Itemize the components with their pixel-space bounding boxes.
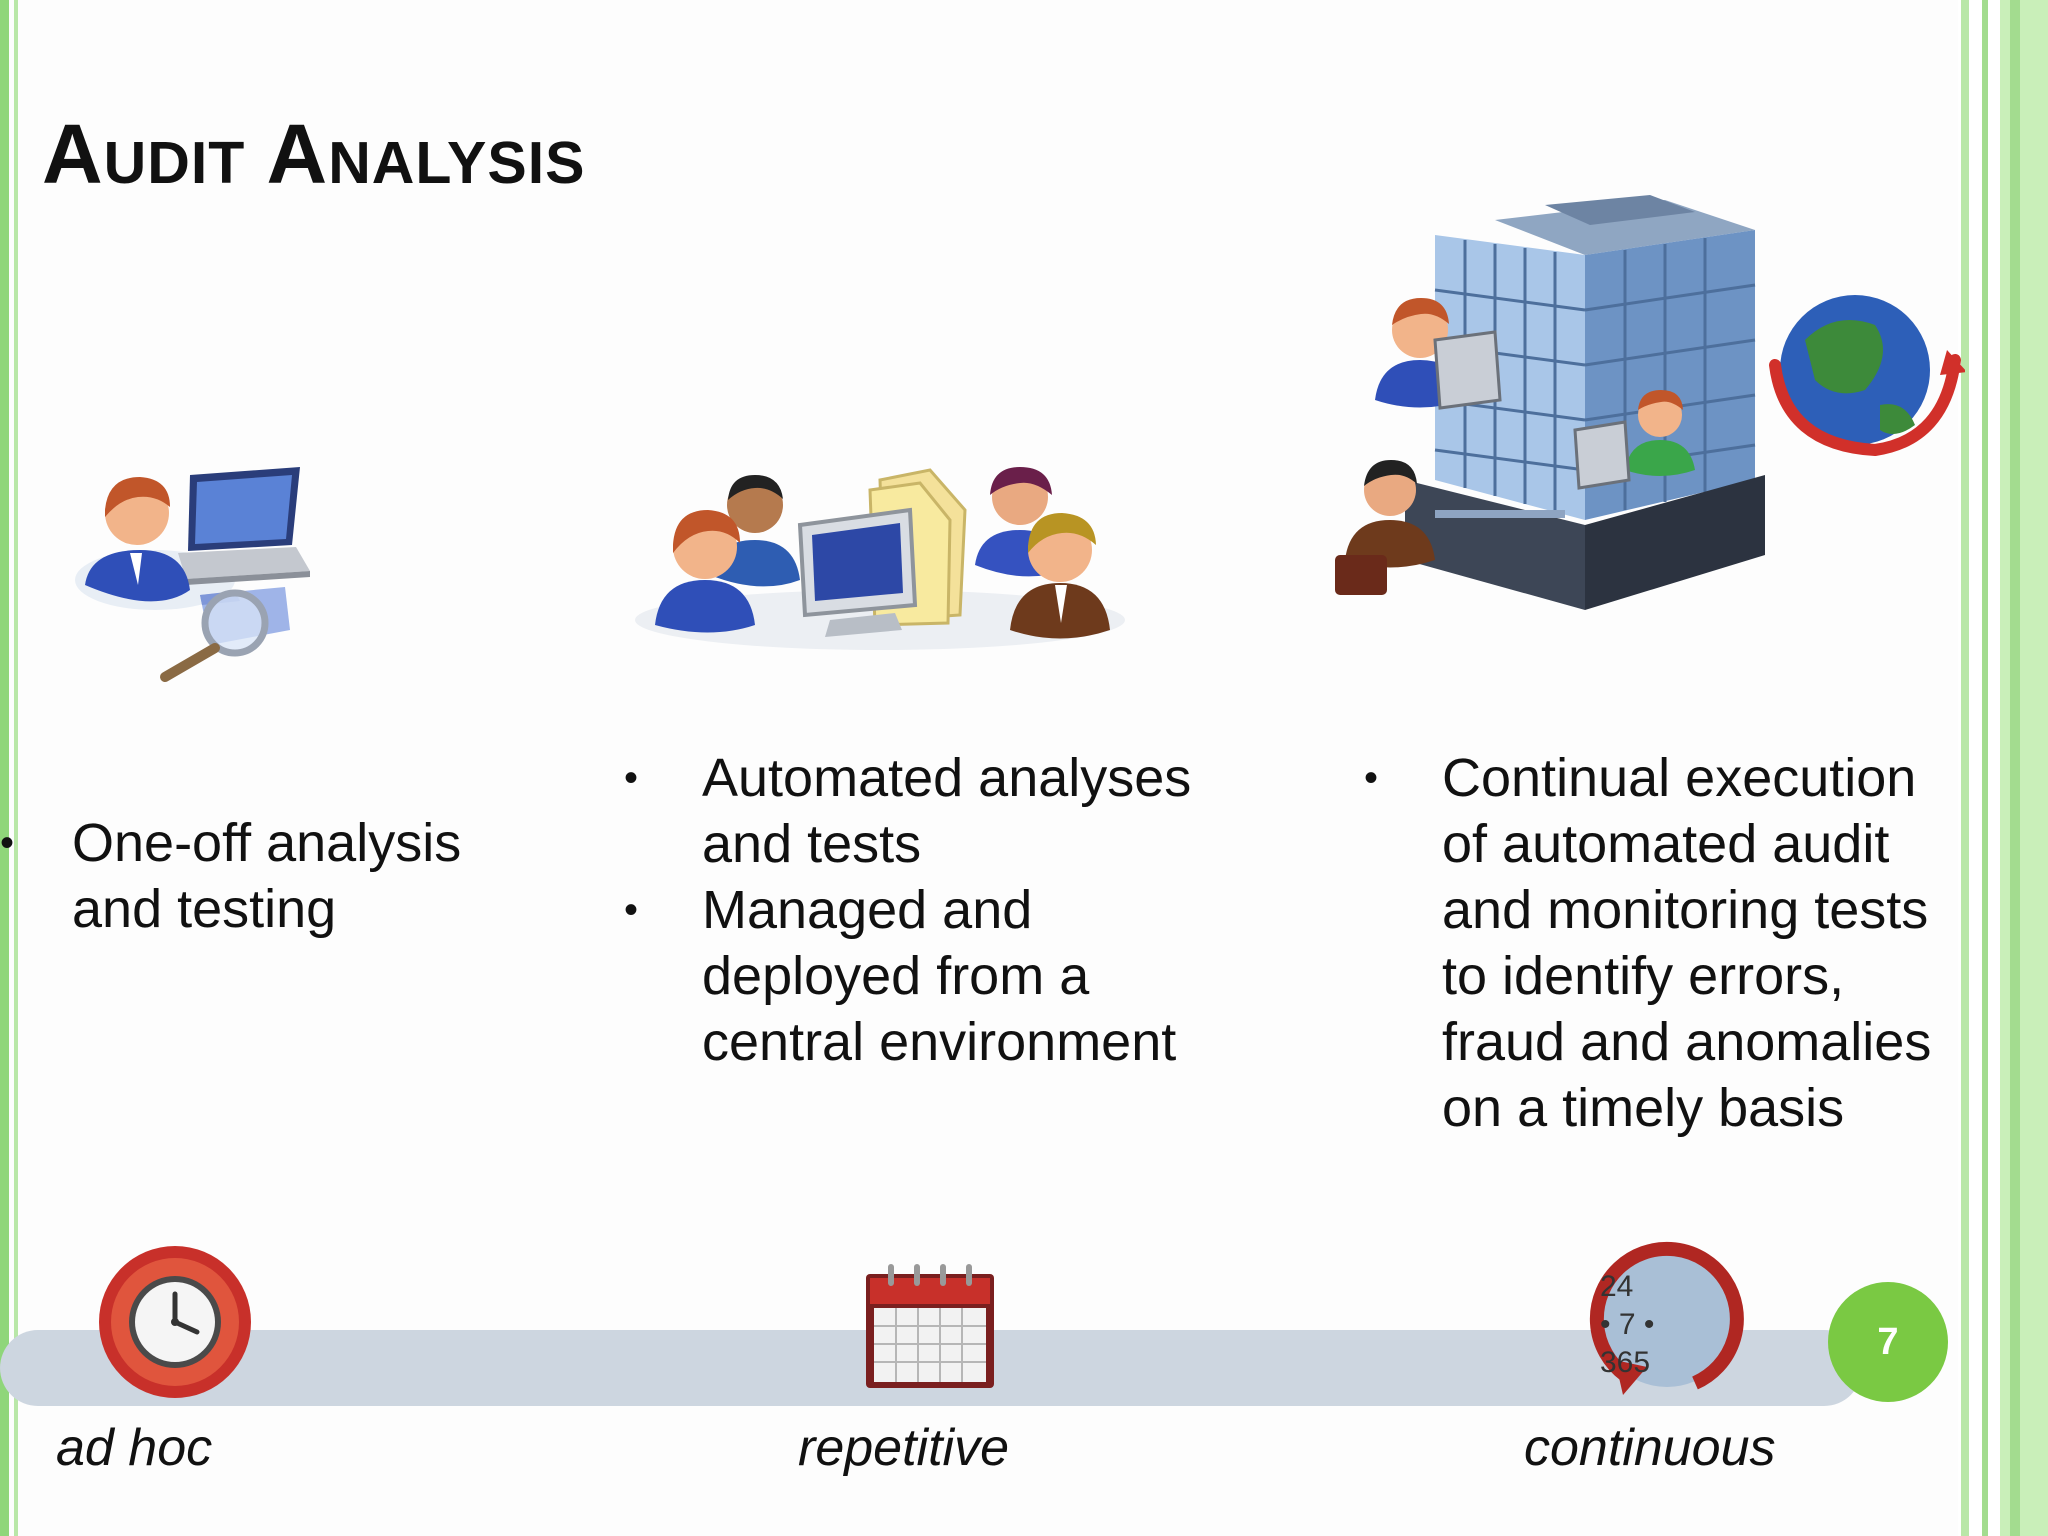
timeline-label-continuous: continuous [1524, 1419, 1776, 1477]
circular-arrow-icon [1589, 1241, 1744, 1395]
column-adhoc-text: • One-off analysis and testing [0, 810, 542, 942]
right-border-decoration [1958, 0, 2048, 1536]
column-repetitive-text: • Automated analyses and tests • Managed… [624, 745, 1262, 1075]
analyst-with-laptop-and-magnifier-icon [75, 467, 310, 682]
bullet-item: • Continual execution of automated audit… [1364, 745, 1962, 1141]
column-continuous-text: • Continual execution of automated audit… [1364, 745, 1962, 1141]
continuous-icon-line-1: 24 [1600, 1270, 1634, 1303]
timeline-label-repetitive: repetitive [798, 1419, 1009, 1477]
bullet-marker: • [1364, 756, 1379, 800]
page-number-badge: 7 [1828, 1282, 1948, 1402]
left-border-stripe-thin [14, 0, 18, 1536]
bullet-text: Automated analyses and tests [702, 748, 1192, 874]
continuous-icon-line-3: 365 [1600, 1346, 1651, 1379]
bullet-text: One-off analysis and testing [72, 813, 462, 939]
left-border-stripe [0, 0, 9, 1536]
timeline-label-adhoc: ad hoc [56, 1419, 213, 1477]
bullet-text: Managed and deployed from a central envi… [702, 880, 1177, 1072]
bullet-marker: • [624, 756, 639, 800]
slide-title: Audit Analysis [42, 107, 586, 201]
continuous-icon-text: 24 • 7 • 365 [1600, 1268, 1680, 1382]
bullet-text: Continual execution of automated audit a… [1442, 748, 1932, 1138]
bullet-marker: • [0, 821, 15, 865]
bullet-item: • Automated analyses and tests [624, 745, 1262, 877]
continuous-icon-line-2: • 7 • [1600, 1308, 1655, 1341]
bullet-item: • One-off analysis and testing [0, 810, 542, 942]
team-with-computer-and-documents-icon [635, 467, 1125, 650]
office-building-with-globe-icon [1335, 195, 1965, 610]
bullet-item: • Managed and deployed from a central en… [624, 877, 1262, 1075]
calendar-icon [866, 1264, 994, 1388]
bullet-marker: • [624, 888, 639, 932]
clock-icon [99, 1246, 251, 1398]
